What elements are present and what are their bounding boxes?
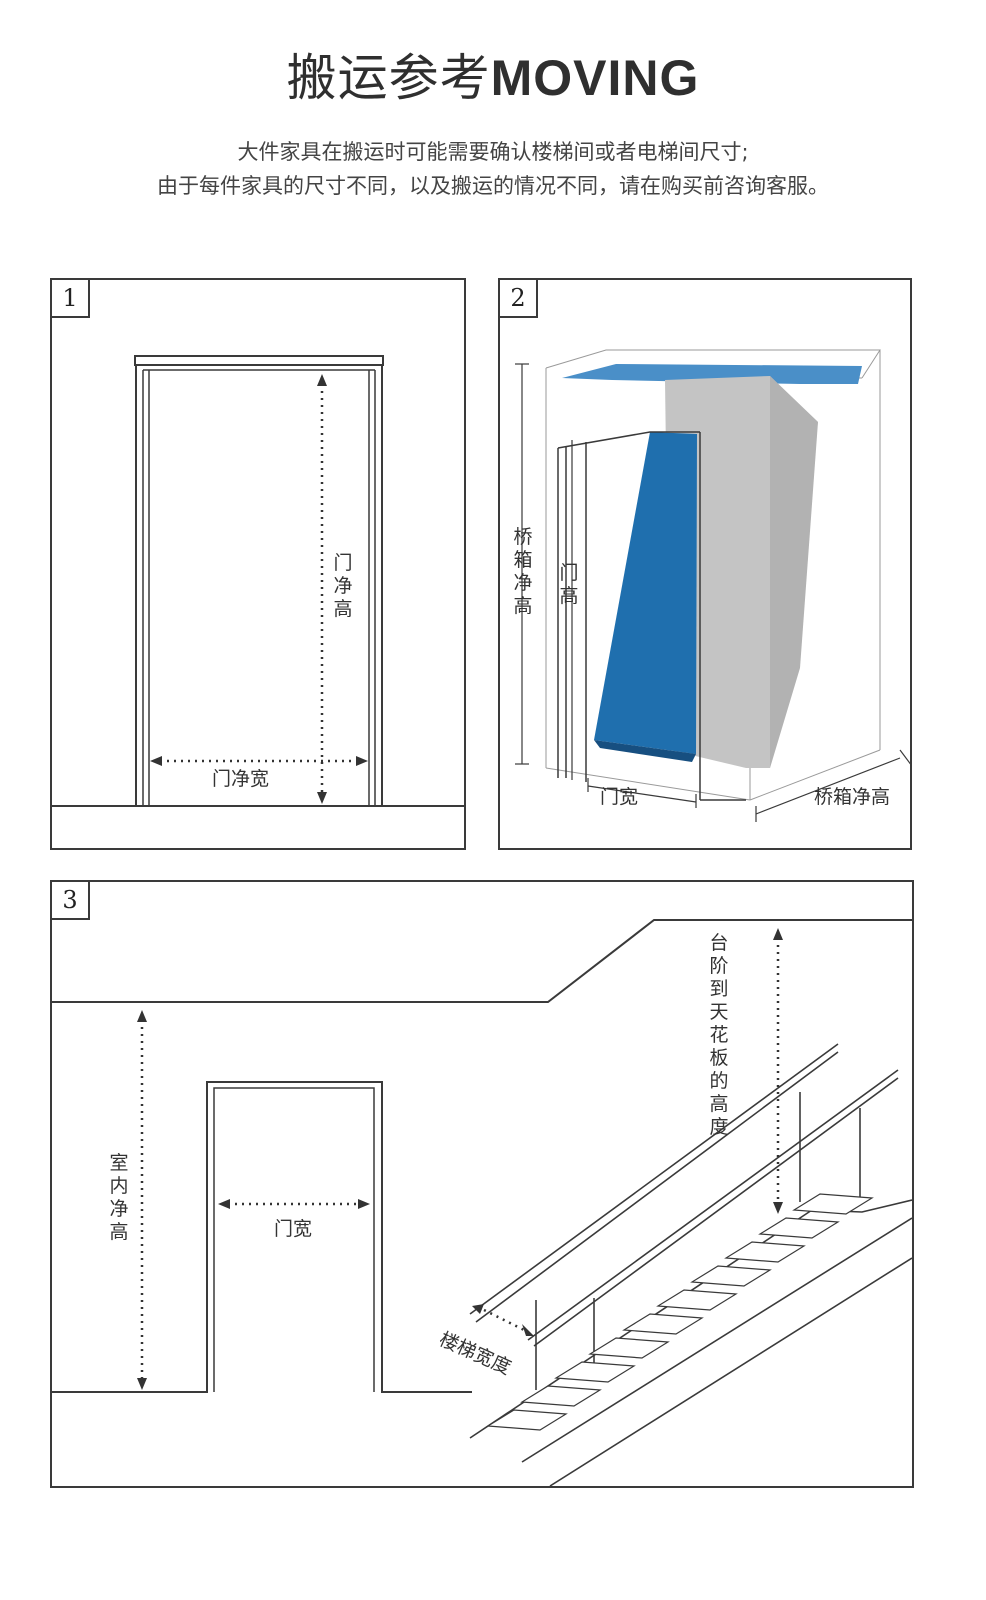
panel-number: 1 (52, 280, 90, 318)
panel-room-stairs: 3 室内净高 门宽 台阶到天花板的高度 楼梯宽度 (50, 880, 914, 1488)
panel-number: 2 (500, 280, 538, 318)
label-door-clear-height: 门净高 (333, 552, 353, 620)
panel-elevator: 2 桥箱净高 门高 门宽 桥箱净高 (498, 278, 912, 850)
room-stairs-illustration (52, 919, 912, 1486)
elevator-illustration (515, 349, 910, 822)
panel-door: 1 门净高 门净宽 (50, 278, 466, 850)
label-room-clear-height: 室内净高 (109, 1152, 129, 1243)
label-door-height: 门高 (559, 562, 579, 607)
label-door-width: 门宽 (600, 786, 639, 808)
page-title: 搬运参考MOVING (0, 38, 986, 110)
panel-number: 3 (52, 882, 90, 920)
label-car-clear-height: 桥箱净高 (513, 526, 533, 617)
label-car-clear-depth: 桥箱净高 (814, 786, 891, 808)
door-illustration (52, 355, 464, 807)
subtitle-line-1: 大件家具在搬运时可能需要确认楼梯间或者电梯间尺寸; (237, 140, 749, 164)
label-door-clear-width: 门净宽 (212, 768, 270, 790)
label-step-to-ceiling: 台阶到天花板的高度 (709, 932, 729, 1138)
title-english: MOVING (490, 50, 700, 106)
label-door-width: 门宽 (274, 1218, 313, 1240)
title-chinese: 搬运参考 (286, 49, 491, 107)
subtitle-line-2: 由于每件家具的尺寸不同，以及搬运的情况不同，请在购买前咨询客服。 (157, 174, 829, 198)
